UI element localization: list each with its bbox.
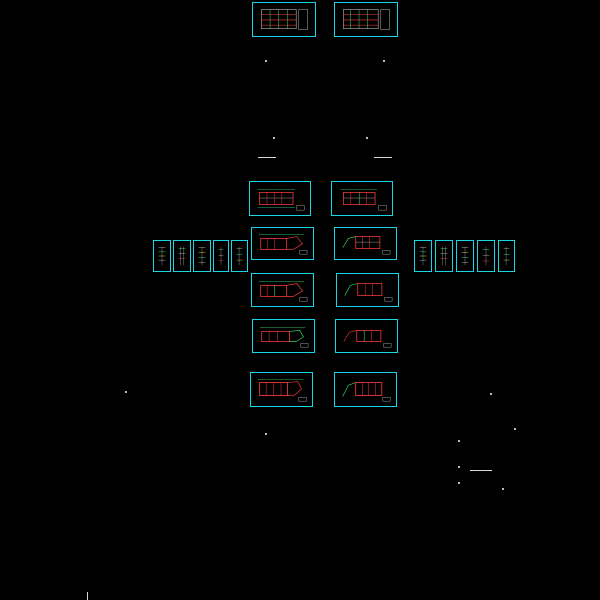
stray-line [258, 157, 276, 158]
drawing-sheet-elevation-1[interactable] [252, 2, 316, 37]
drawing-sheet-plan-6[interactable] [336, 273, 399, 307]
detail-drawing [482, 246, 490, 266]
stray-line [87, 592, 88, 600]
floor-plan-drawing [344, 283, 393, 302]
drawing-sheet-plan-1[interactable] [249, 181, 311, 216]
elevation-drawing [261, 9, 308, 30]
detail-sheet-right-2[interactable] [435, 240, 453, 272]
detail-sheet-left-2[interactable] [173, 240, 191, 272]
stray-point [273, 137, 275, 139]
detail-sheet-left-3[interactable] [193, 240, 211, 272]
drawing-sheet-plan-9[interactable] [250, 372, 313, 407]
detail-drawing [178, 246, 186, 266]
drawing-sheet-plan-5[interactable] [251, 273, 314, 307]
floor-plan-drawing [257, 189, 305, 211]
drawing-sheet-plan-10[interactable] [334, 372, 397, 407]
detail-sheet-right-4[interactable] [477, 240, 495, 272]
stray-point [265, 60, 267, 62]
stray-point [458, 440, 460, 442]
drawing-sheet-plan-7[interactable] [252, 319, 315, 353]
floor-plan-drawing [258, 234, 308, 255]
stray-point [125, 391, 127, 393]
detail-drawing [218, 247, 224, 265]
stray-point [383, 60, 385, 62]
floor-plan-drawing [259, 327, 309, 348]
floor-plan-drawing [342, 382, 391, 402]
stray-point [514, 428, 516, 430]
detail-drawing [419, 246, 427, 266]
detail-drawing [236, 247, 243, 265]
stray-point [490, 393, 492, 395]
detail-drawing [198, 246, 206, 266]
floor-plan-drawing [257, 379, 307, 402]
detail-sheet-right-5[interactable] [498, 240, 515, 272]
floor-plan-drawing [342, 236, 391, 255]
floor-plan-drawing [258, 281, 308, 302]
detail-sheet-left-1[interactable] [153, 240, 171, 272]
floor-plan-drawing [340, 189, 387, 211]
detail-drawing [461, 246, 469, 266]
detail-sheet-left-4[interactable] [213, 240, 229, 272]
drawing-sheet-plan-3[interactable] [251, 227, 314, 260]
elevation-drawing [343, 9, 390, 30]
stray-point [366, 137, 368, 139]
drawing-sheet-elevation-2[interactable] [334, 2, 398, 37]
drawing-sheet-plan-4[interactable] [334, 227, 397, 260]
detail-sheet-right-1[interactable] [414, 240, 432, 272]
stray-point [458, 482, 460, 484]
floor-plan-drawing [343, 330, 392, 348]
detail-drawing [158, 246, 166, 266]
drawing-sheet-plan-2[interactable] [331, 181, 393, 216]
stray-point [502, 488, 504, 490]
stray-point [458, 466, 460, 468]
detail-sheet-left-5[interactable] [231, 240, 248, 272]
drawing-sheet-plan-8[interactable] [335, 319, 398, 353]
detail-drawing [440, 246, 448, 266]
stray-line [470, 470, 492, 471]
detail-drawing [503, 247, 510, 265]
stray-line [374, 157, 392, 158]
stray-point [265, 433, 267, 435]
detail-sheet-right-3[interactable] [456, 240, 474, 272]
